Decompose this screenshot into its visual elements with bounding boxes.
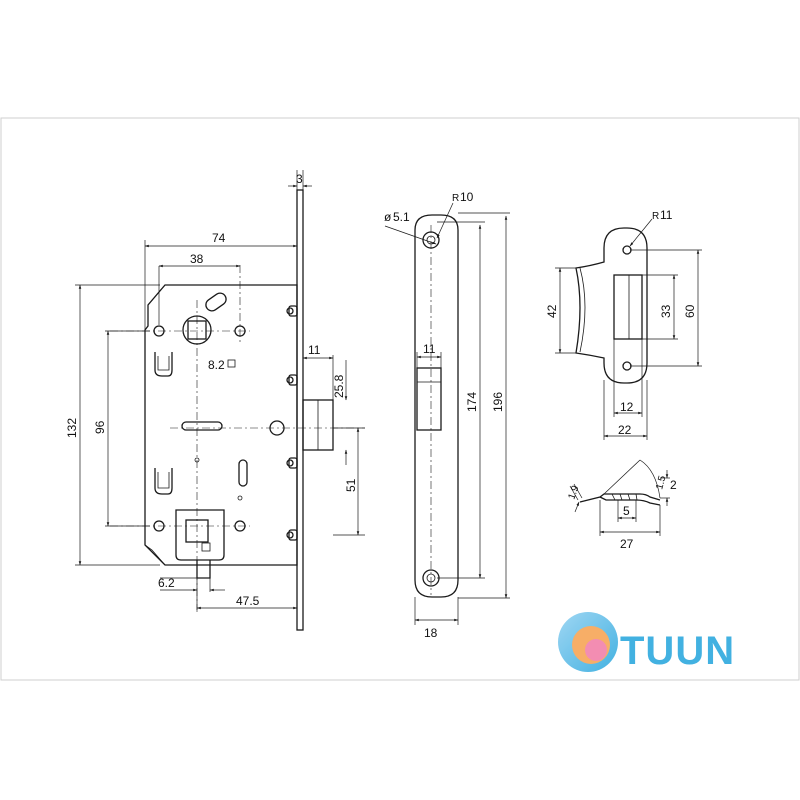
faceplate-view: ø 5.1 R 10 11 174 196 18 xyxy=(384,190,510,640)
faceplate-latch-slot xyxy=(416,367,442,431)
dim-faceplate-width: 18 xyxy=(424,626,438,640)
strike-side-view: 1.9 1.5 2 5 27 xyxy=(566,459,677,551)
lock-faceplate-edge xyxy=(296,189,304,631)
dim-strike-slot-width: 12 xyxy=(620,400,634,414)
diameter-symbol: ø xyxy=(384,210,392,224)
dim-latch-projection: 11 xyxy=(308,343,321,357)
dim-side-thickness: 1.9 xyxy=(566,484,581,501)
dim-hole-spacing: 96 xyxy=(93,420,107,434)
dim-body-height: 132 xyxy=(65,418,79,438)
dim-side-angle-rise: 2 xyxy=(670,478,677,492)
dim-strike-width: 22 xyxy=(618,423,632,437)
radius-symbol: R xyxy=(452,193,459,204)
dim-faceplate-hole-spacing: 174 xyxy=(465,392,479,412)
dim-side-angle-small: 1.5 xyxy=(654,474,668,491)
lock-case-outline xyxy=(144,284,298,566)
strike-plate-outline xyxy=(575,227,648,384)
dim-side-length: 27 xyxy=(620,537,634,551)
dim-slot-width: 11 xyxy=(423,342,436,356)
dim-faceplate-length: 196 xyxy=(491,392,505,412)
dim-strike-height: 60 xyxy=(683,304,697,318)
dim-square: 8.2 xyxy=(208,358,225,372)
dim-body-width: 74 xyxy=(212,231,226,245)
strike-plate-slot xyxy=(613,274,643,340)
strike-plate-view: R 11 42 33 60 12 22 xyxy=(545,208,702,440)
dim-latch-to-bolt: 51 xyxy=(344,478,358,492)
dim-strike-slot-height: 33 xyxy=(659,304,673,318)
drawing-frame xyxy=(0,117,800,681)
dim-latch-height: 25.8 xyxy=(332,374,346,398)
dim-side-offset: 5 xyxy=(623,504,630,518)
dim-hole-diameter: 5.1 xyxy=(393,210,410,224)
faceplate-outline xyxy=(414,214,459,598)
dim-bolt-backset: 47.5 xyxy=(236,594,260,608)
logo-text: TUUN xyxy=(620,629,735,673)
dim-faceplate-radius: 10 xyxy=(460,190,474,204)
strike-side-profile xyxy=(579,493,661,503)
dim-backset-spindle: 38 xyxy=(190,252,204,266)
dim-bolt-offset: 6.2 xyxy=(158,576,175,590)
dim-strike-lip-height: 42 xyxy=(545,304,559,318)
brand-logo: TUUN xyxy=(558,612,735,673)
lower-follower xyxy=(175,509,225,561)
dim-faceplate-thickness: 3 xyxy=(296,172,303,186)
lock-body-view: 3 74 38 132 96 11 25.8 51 8.2 6.2 47.5 xyxy=(65,170,365,631)
strike-radius-symbol: R xyxy=(652,211,659,222)
dim-strike-radius: 11 xyxy=(660,208,673,222)
